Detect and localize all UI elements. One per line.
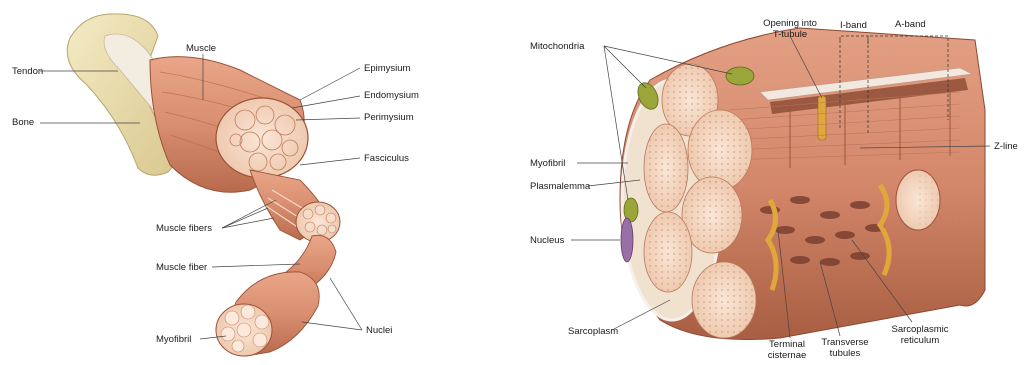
nucleus-shape [621,218,633,262]
label-sarcoplasmic-line1: Sarcoplasmic [882,324,958,335]
left-muscle-illustration [40,14,362,356]
label-transverse-line2: tubules [810,348,880,359]
label-tendon: Tendon [12,66,43,77]
label-myofibril-right: Myofibril [530,158,565,169]
label-opening-line2: T-tubule [752,29,828,40]
label-mitochondria: Mitochondria [530,41,584,52]
label-plasmalemma: Plasmalemma [530,181,590,192]
label-sarcoplasmic-reticulum: Sarcoplasmic reticulum [882,324,958,346]
label-fasciculus: Fasciculus [364,153,409,164]
label-opening-t-tubule: Opening into T-tubule [752,18,828,40]
label-perimysium: Perimysium [364,112,414,123]
label-myofibril-left: Myofibril [156,334,191,345]
label-muscle: Muscle [186,43,216,54]
label-sarcoplasm: Sarcoplasm [568,326,618,337]
label-endomysium: Endomysium [364,90,419,101]
label-bone: Bone [12,117,34,128]
label-nucleus: Nucleus [530,235,564,246]
right-fiber-illustration [571,28,990,340]
label-opening-line1: Opening into [752,18,828,29]
label-a-band: A-band [895,19,926,30]
label-muscle-fibers: Muscle fibers [156,223,212,234]
label-muscle-fiber: Muscle fiber [156,262,207,273]
label-i-band: I-band [840,20,867,31]
label-nuclei: Nuclei [366,325,392,336]
label-epimysium: Epimysium [364,63,410,74]
label-z-line: Z-line [994,141,1018,152]
label-sarcoplasmic-line2: reticulum [882,335,958,346]
label-transverse-line1: Transverse [810,337,880,348]
label-transverse-tubules: Transverse tubules [810,337,880,359]
